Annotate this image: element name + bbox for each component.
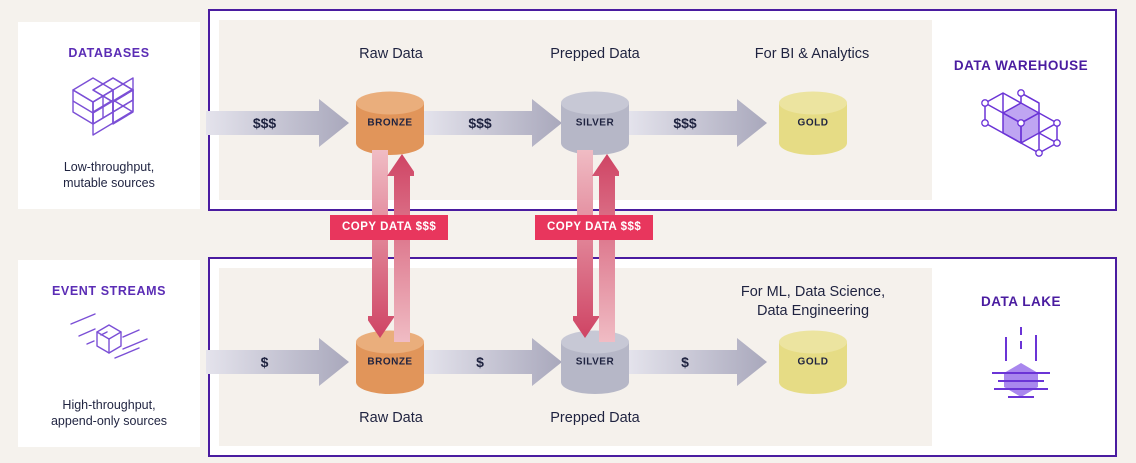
flow-cost-bottom-3: $ xyxy=(681,354,689,370)
source-subtitle-line1: Low-throughput, xyxy=(63,160,155,174)
caption-ml-line2: Data Engineering xyxy=(756,303,870,319)
flow-arrow-bottom-2: $ xyxy=(424,338,562,386)
store-gold-bottom-label: GOLD xyxy=(797,356,829,368)
caption-prepped-data-bottom: Prepped Data xyxy=(550,410,640,426)
source-title-databases: DATABASES xyxy=(68,46,150,60)
store-silver-top-label: SILVER xyxy=(575,117,615,129)
copy-arrows-bronze: COPY DATA $$$ xyxy=(330,150,449,342)
caption-for-bi-analytics: For BI & Analytics xyxy=(754,46,870,62)
copy-data-badge-silver[interactable]: COPY DATA $$$ xyxy=(535,215,654,240)
source-subtitle-line2: append-only sources xyxy=(50,414,168,428)
caption-for-ml-data-science: For ML, Data Science, Data Engineering xyxy=(713,283,913,321)
destination-title-data-warehouse: DATA WAREHOUSE xyxy=(953,58,1089,73)
destination-data-lake: DATA LAKE xyxy=(925,294,1117,405)
caption-ml-line1: For ML, Data Science, xyxy=(740,284,886,300)
caption-raw-data-bottom: Raw Data xyxy=(359,410,423,426)
store-bronze-top: BRONZE xyxy=(354,91,426,155)
copy-data-badge-bronze[interactable]: COPY DATA $$$ xyxy=(330,215,449,240)
flow-arrow-bottom-1: $ xyxy=(206,338,349,386)
data-warehouse-cubes-icon xyxy=(925,83,1117,163)
store-silver-bottom: SILVER xyxy=(559,330,631,394)
store-bronze-top-label: BRONZE xyxy=(367,117,413,129)
source-subtitle-event-streams: High-throughput, append-only sources xyxy=(51,397,167,429)
event-stream-cube-icon xyxy=(61,306,157,383)
data-lake-icon xyxy=(925,319,1117,405)
destination-data-warehouse: DATA WAREHOUSE xyxy=(925,58,1117,163)
flow-cost-bottom-2: $ xyxy=(476,354,484,370)
store-bronze-bottom: BRONZE xyxy=(354,330,426,394)
source-subtitle-databases: Low-throughput, mutable sources xyxy=(63,159,155,191)
store-bronze-bottom-label: BRONZE xyxy=(367,356,413,368)
caption-prepped-data-top: Prepped Data xyxy=(550,46,640,62)
flow-arrow-top-2: $$$ xyxy=(424,99,562,147)
caption-raw-data-top: Raw Data xyxy=(359,46,423,62)
flow-arrow-top-1: $$$ xyxy=(206,99,349,147)
flow-cost-bottom-1: $ xyxy=(260,354,269,370)
store-gold-bottom: GOLD xyxy=(777,330,849,394)
flow-arrow-bottom-3: $ xyxy=(629,338,767,386)
flow-arrow-top-3: $$$ xyxy=(629,99,767,147)
source-panel-event-streams: EVENT STREAMS xyxy=(18,260,200,447)
source-subtitle-line2: mutable sources xyxy=(63,176,155,190)
store-gold-top-label: GOLD xyxy=(797,117,829,129)
source-title-event-streams: EVENT STREAMS xyxy=(51,284,167,298)
database-blocks-icon xyxy=(67,68,151,147)
flow-cost-top-3: $$$ xyxy=(673,115,697,131)
destination-title-data-lake: DATA LAKE xyxy=(981,294,1061,309)
source-subtitle-line1: High-throughput, xyxy=(62,398,156,412)
store-silver-bottom-label: SILVER xyxy=(575,356,615,368)
flow-cost-top-1: $$$ xyxy=(252,115,277,131)
copy-arrows-silver: COPY DATA $$$ xyxy=(535,150,654,342)
store-silver-top: SILVER xyxy=(559,91,631,155)
pipeline-box-warehouse xyxy=(208,9,1117,211)
flow-cost-top-2: $$$ xyxy=(468,115,492,131)
store-gold-top: GOLD xyxy=(777,91,849,155)
source-panel-databases: DATABASES xyxy=(18,22,200,209)
